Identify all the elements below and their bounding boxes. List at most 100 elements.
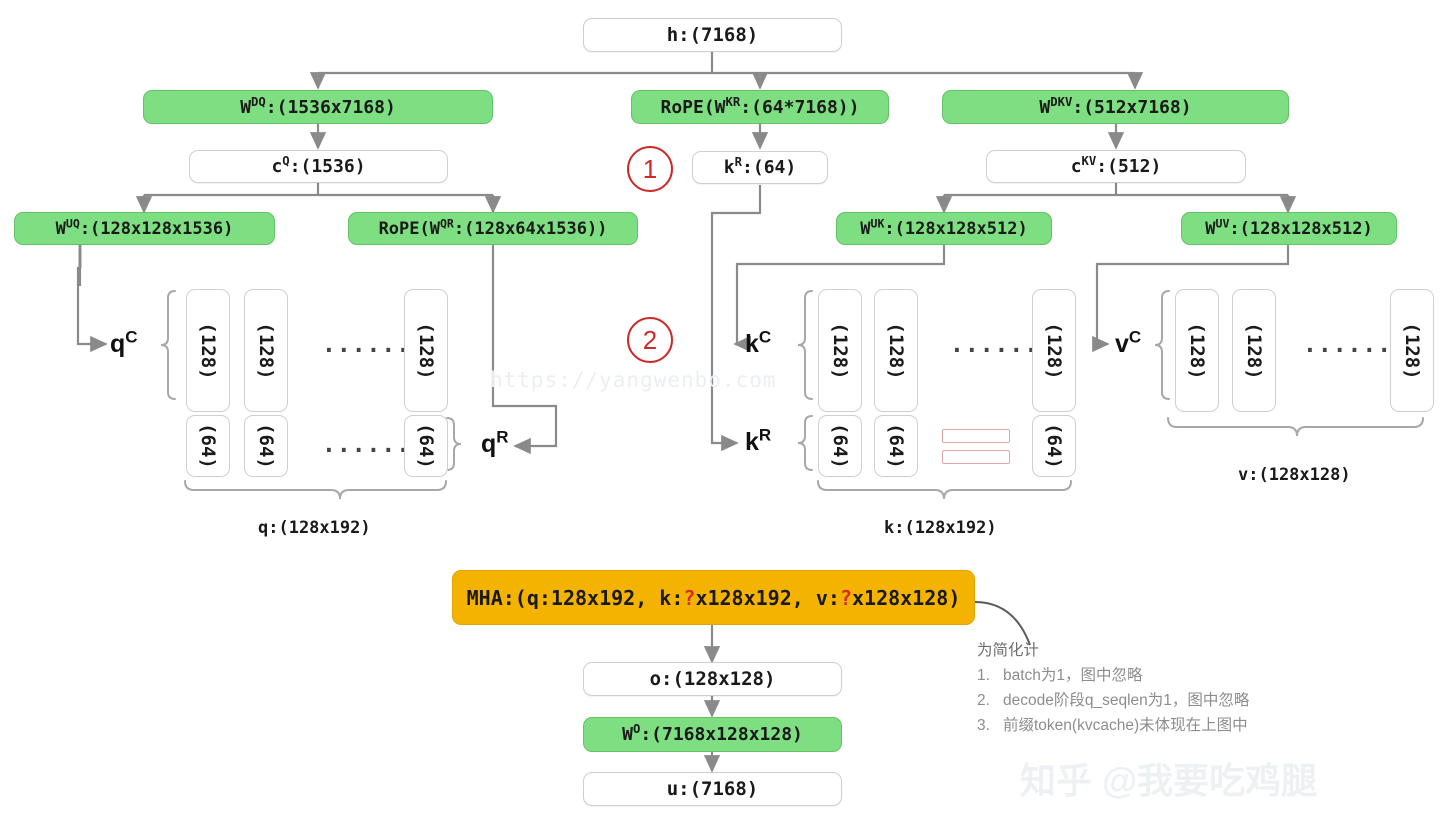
node-w-dq-label: WDQ:(1536x7168) (240, 94, 396, 118)
mha-question-1: ? (683, 585, 696, 610)
q-cell-bot-2-label: (64) (415, 423, 437, 469)
q-cell-bot-2[interactable]: (64) (404, 415, 448, 477)
note-text: batch为1，图中忽略 (1003, 667, 1143, 685)
mha-question-2: ? (839, 585, 852, 610)
v-cell-top-0[interactable]: (128) (1175, 289, 1219, 412)
brand-label: 知乎 @我要吃鸡腿 (1020, 760, 1318, 801)
node-o[interactable]: o:(128x128) (583, 662, 842, 696)
marker-two-label: 2 (642, 324, 658, 355)
note-item: 2. decode阶段q_seqlen为1，图中忽略 (977, 688, 1249, 713)
q-cell-top-2[interactable]: (128) (404, 289, 448, 412)
q-cell-top-0[interactable]: (128) (186, 289, 230, 412)
node-rope-wkr-label: RoPE(WKR:(64*7168)) (660, 94, 860, 118)
notes-block: 为简化计 1. batch为1，图中忽略 2. decode阶段q_seqlen… (977, 638, 1249, 738)
v-cell-top-1-label: (128) (1243, 321, 1265, 380)
node-u-label: u:(7168) (666, 778, 759, 800)
brand-watermark: 知乎 @我要吃鸡腿 (1020, 752, 1317, 804)
node-c-q-label: cQ:(1536) (271, 154, 366, 177)
node-c-kv-label: cKV:(512) (1070, 154, 1162, 177)
node-w-dkv[interactable]: WDKV:(512x7168) (942, 90, 1289, 124)
node-c-q[interactable]: cQ:(1536) (189, 150, 448, 183)
notes-heading: 为简化计 (977, 642, 1040, 659)
node-w-uk-label: WUK:(128x128x512) (860, 215, 1028, 239)
q-cell-bot-0[interactable]: (64) (186, 415, 230, 477)
node-w-dkv-label: WDKV:(512x7168) (1039, 94, 1192, 118)
k-dots-top-label: ...... (950, 332, 1040, 358)
note-text: 前缀token(kvcache)未体现在上图中 (1003, 717, 1248, 735)
node-w-uv-label: WUV:(128x128x512) (1205, 215, 1373, 239)
k-redbar-bottom (942, 450, 1010, 464)
node-h[interactable]: h:(7168) (583, 18, 842, 52)
node-k-r-small[interactable]: kR:(64) (692, 151, 828, 184)
note-index: 1. (977, 667, 990, 685)
node-w-uv[interactable]: WUV:(128x128x512) (1181, 212, 1397, 245)
note-index: 2. (977, 692, 990, 710)
node-mha[interactable]: MHA:(q:128x192, k:?x128x192, v:?x128x128… (452, 570, 975, 625)
k-cell-bot-2-label: (64) (1043, 423, 1065, 469)
node-w-uk[interactable]: WUK:(128x128x512) (836, 212, 1052, 245)
note-item: 1. batch为1，图中忽略 (977, 663, 1249, 688)
q-c-label: qC (110, 327, 138, 358)
k-cell-top-0[interactable]: (128) (818, 289, 862, 412)
q-cell-top-1[interactable]: (128) (244, 289, 288, 412)
node-o-label: o:(128x128) (649, 668, 776, 690)
node-w-uq[interactable]: WUQ:(128x128x1536) (14, 212, 275, 245)
v-cell-top-2[interactable]: (128) (1390, 289, 1434, 412)
q-dots-bottom: ...... (322, 432, 411, 458)
v-caption-label: v:(128x128) (1238, 465, 1351, 485)
node-rope-wkr[interactable]: RoPE(WKR:(64*7168)) (631, 90, 889, 124)
k-cell-top-0-label: (128) (829, 321, 851, 380)
node-rope-wqr-label: RoPE(WQR:(128x64x1536)) (378, 215, 608, 239)
q-cell-top-2-label: (128) (415, 321, 437, 380)
node-k-r-small-label: kR:(64) (723, 155, 797, 178)
mha-part-3: x128x128) (851, 585, 961, 610)
v-c-label: vC (1115, 327, 1142, 358)
k-caption-label: k:(128x192) (884, 518, 997, 538)
node-u[interactable]: u:(7168) (583, 772, 842, 806)
note-item: 3. 前缀token(kvcache)未体现在上图中 (977, 713, 1249, 738)
k-caption: k:(128x192) (884, 518, 997, 538)
node-c-kv[interactable]: cKV:(512) (986, 150, 1246, 183)
v-cell-top-2-label: (128) (1401, 321, 1423, 380)
q-dots-top: ...... (322, 332, 411, 358)
note-index: 3. (977, 717, 990, 735)
k-cell-bot-2[interactable]: (64) (1032, 415, 1076, 477)
v-dots-top: ...... (1303, 332, 1392, 358)
node-w-uq-label: WUQ:(128x128x1536) (55, 215, 234, 239)
q-cell-top-0-label: (128) (197, 321, 219, 380)
k-cell-top-1[interactable]: (128) (874, 289, 918, 412)
marker-one-label: 1 (642, 153, 658, 184)
mha-part-1: MHA:(q:128x192, k: (466, 585, 684, 610)
k-cell-top-1-label: (128) (885, 321, 907, 380)
k-cell-top-2-label: (128) (1043, 321, 1065, 380)
node-rope-wqr[interactable]: RoPE(WQR:(128x64x1536)) (348, 212, 638, 245)
k-c-label: kC (745, 327, 772, 358)
k-r-label: kR (745, 425, 772, 456)
v-cell-top-0-label: (128) (1186, 321, 1208, 380)
q-cell-bot-1[interactable]: (64) (244, 415, 288, 477)
k-cell-top-2[interactable]: (128) (1032, 289, 1076, 412)
q-cell-bot-0-label: (64) (197, 423, 219, 469)
node-h-label: h:(7168) (666, 24, 759, 46)
k-cell-bot-1-label: (64) (885, 423, 907, 469)
mha-part-2: x128x192, v: (695, 585, 840, 610)
k-cell-bot-1[interactable]: (64) (874, 415, 918, 477)
q-caption-label: q:(128x192) (258, 518, 371, 538)
node-w-o[interactable]: WO:(7168x128x128) (583, 717, 842, 752)
k-cell-bot-0[interactable]: (64) (818, 415, 862, 477)
k-redbar-top (942, 429, 1010, 443)
node-w-o-label: WO:(7168x128x128) (622, 722, 803, 745)
marker-one: 1 (627, 146, 673, 192)
node-w-dq[interactable]: WDQ:(1536x7168) (143, 90, 493, 124)
q-caption: q:(128x192) (258, 518, 371, 538)
k-dots-top: ...... (950, 332, 1039, 358)
v-caption: v:(128x128) (1238, 465, 1351, 485)
watermark: https://yangwenbo.com (490, 368, 777, 392)
v-cell-top-1[interactable]: (128) (1232, 289, 1276, 412)
q-cell-bot-1-label: (64) (255, 423, 277, 469)
node-mha-text: MHA:(q:128x192, k:?x128x192, v:?x128x128… (467, 586, 961, 610)
q-cell-top-1-label: (128) (255, 321, 277, 380)
k-cell-bot-0-label: (64) (829, 423, 851, 469)
marker-two: 2 (627, 317, 673, 363)
